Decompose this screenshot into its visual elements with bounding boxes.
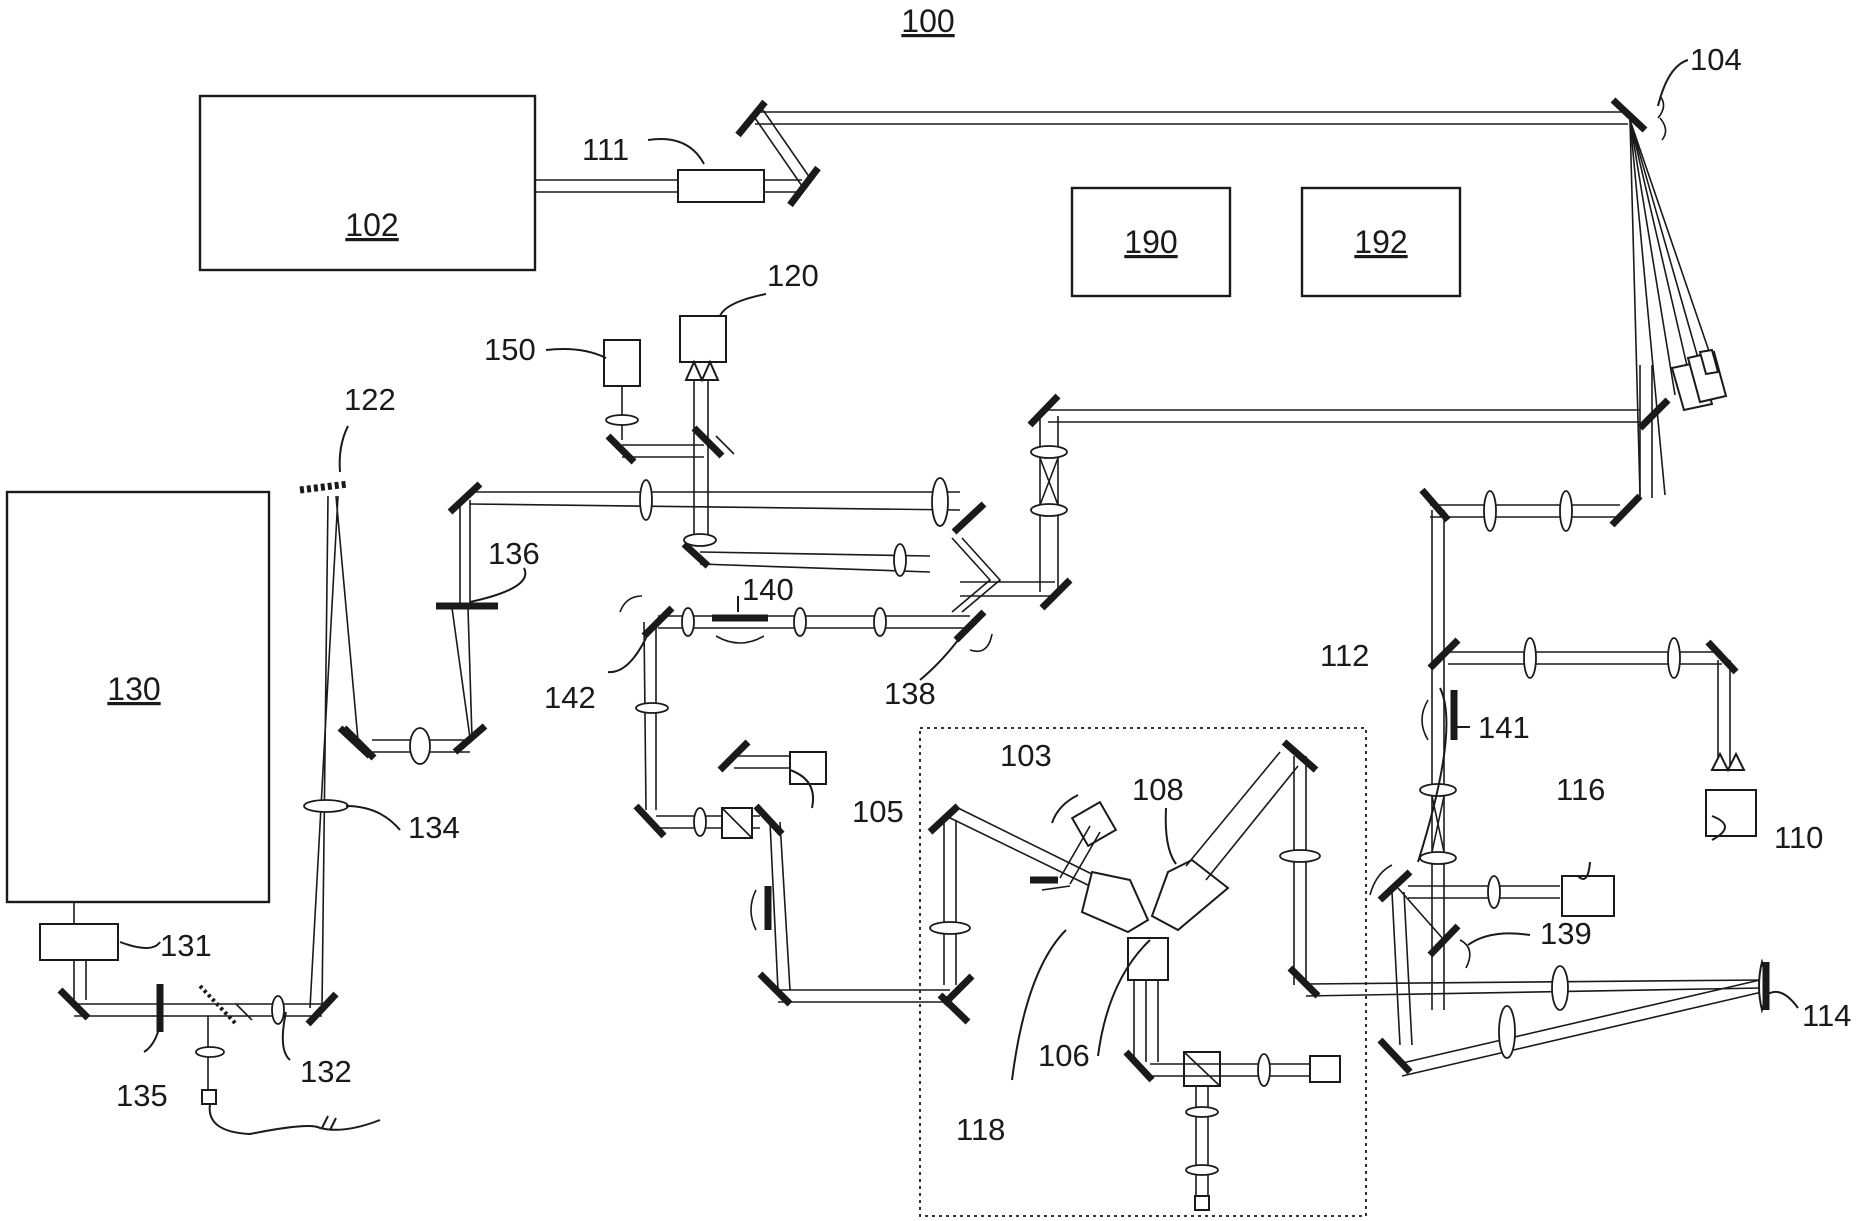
label-105: 105 xyxy=(852,794,904,829)
beam-path-source xyxy=(535,99,1628,208)
label-150: 150 xyxy=(484,332,536,367)
detector-120 xyxy=(679,315,727,363)
label-131: 131 xyxy=(160,928,212,963)
label-103: 103 xyxy=(1000,738,1052,773)
label-135: 135 xyxy=(116,1078,168,1113)
block-190: 190 xyxy=(1070,186,1232,298)
label-141: 141 xyxy=(1478,710,1530,745)
label-132: 132 xyxy=(300,1054,352,1089)
label-116: 116 xyxy=(1556,772,1605,807)
scanner-104 xyxy=(1610,95,1728,496)
detector-116 xyxy=(1561,875,1615,917)
label-110: 110 xyxy=(1774,820,1823,855)
block-130-label: 130 xyxy=(107,671,160,707)
detector-105 xyxy=(789,751,827,785)
block-192-label: 192 xyxy=(1354,224,1407,260)
camera-103 xyxy=(1070,800,1118,848)
beam-path-upper-right xyxy=(951,393,1671,613)
module-131 xyxy=(39,923,119,961)
label-112: 112 xyxy=(1320,638,1369,673)
label-140: 140 xyxy=(742,572,794,607)
label-111: 111 xyxy=(582,132,629,167)
block-130: 130 xyxy=(5,490,271,904)
block-102-label: 102 xyxy=(345,207,398,243)
label-138: 138 xyxy=(884,676,936,711)
label-122: 122 xyxy=(344,382,396,417)
label-136: 136 xyxy=(488,536,540,571)
figure-title: 100 xyxy=(901,3,954,39)
microscope-region xyxy=(919,727,1367,1217)
camera-106 xyxy=(1127,937,1169,981)
label-142: 142 xyxy=(544,680,596,715)
label-139: 139 xyxy=(1540,916,1592,951)
block-192: 192 xyxy=(1300,186,1462,298)
beam-path-center-left xyxy=(299,315,993,1009)
label-108: 108 xyxy=(1132,772,1184,807)
label-106: 106 xyxy=(1038,1038,1090,1073)
label-118: 118 xyxy=(956,1112,1005,1147)
label-104: 104 xyxy=(1690,42,1742,77)
beam-path-lower-left xyxy=(39,602,496,1136)
detector-110 xyxy=(1705,789,1757,837)
label-134: 134 xyxy=(408,810,460,845)
leader-lines xyxy=(119,59,1799,1081)
beam-path-lower-right xyxy=(1305,864,1770,1077)
modulator-111 xyxy=(677,169,765,203)
label-120: 120 xyxy=(767,258,819,293)
block-102: 102 xyxy=(198,94,537,272)
reference-labels: 111 104 120 150 122 136 140 142 138 134 … xyxy=(116,42,1851,1147)
label-114: 114 xyxy=(1802,998,1851,1033)
detector-150 xyxy=(603,339,641,387)
block-190-label: 190 xyxy=(1124,224,1177,260)
